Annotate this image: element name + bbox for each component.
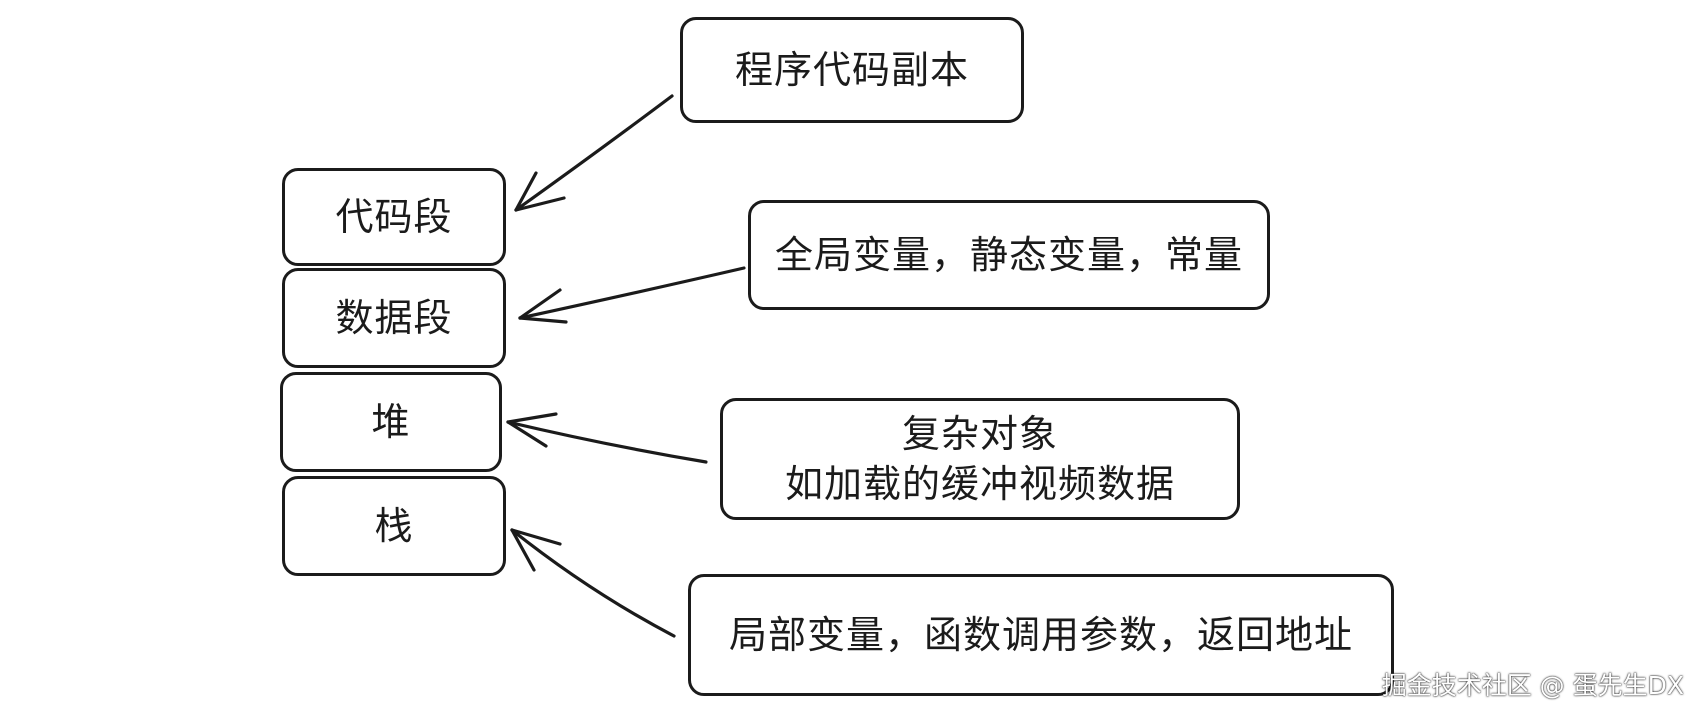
heap-segment-label: 堆 bbox=[371, 400, 411, 444]
stack-description-box: 局部变量，函数调用参数，返回地址 bbox=[688, 574, 1394, 696]
heap-description-box: 复杂对象 如加载的缓冲视频数据 bbox=[720, 398, 1240, 520]
stack-segment-label: 栈 bbox=[374, 504, 414, 548]
stack-arrow bbox=[510, 528, 676, 638]
code-segment-label: 代码段 bbox=[335, 195, 453, 239]
heap-description-line2: 如加载的缓冲视频数据 bbox=[784, 462, 1175, 506]
stack-segment-box: 栈 bbox=[282, 476, 506, 576]
data-arrow bbox=[518, 266, 746, 324]
data-description-box: 全局变量，静态变量，常量 bbox=[748, 200, 1270, 310]
code-arrow bbox=[514, 94, 674, 212]
data-segment-label: 数据段 bbox=[335, 296, 453, 340]
code-description-text: 程序代码副本 bbox=[734, 48, 969, 92]
code-description-box: 程序代码副本 bbox=[680, 17, 1024, 123]
heap-arrow bbox=[506, 412, 708, 464]
data-segment-box: 数据段 bbox=[282, 268, 506, 368]
heap-description-line1: 复杂对象 bbox=[901, 412, 1058, 456]
stack-description-text: 局部变量，函数调用参数，返回地址 bbox=[728, 613, 1353, 657]
heap-segment-box: 堆 bbox=[280, 372, 502, 472]
watermark-text: 掘金技术社区 @ 蛋先生DX bbox=[1381, 671, 1684, 700]
data-description-text: 全局变量，静态变量，常量 bbox=[774, 233, 1243, 277]
code-segment-box: 代码段 bbox=[282, 168, 506, 266]
